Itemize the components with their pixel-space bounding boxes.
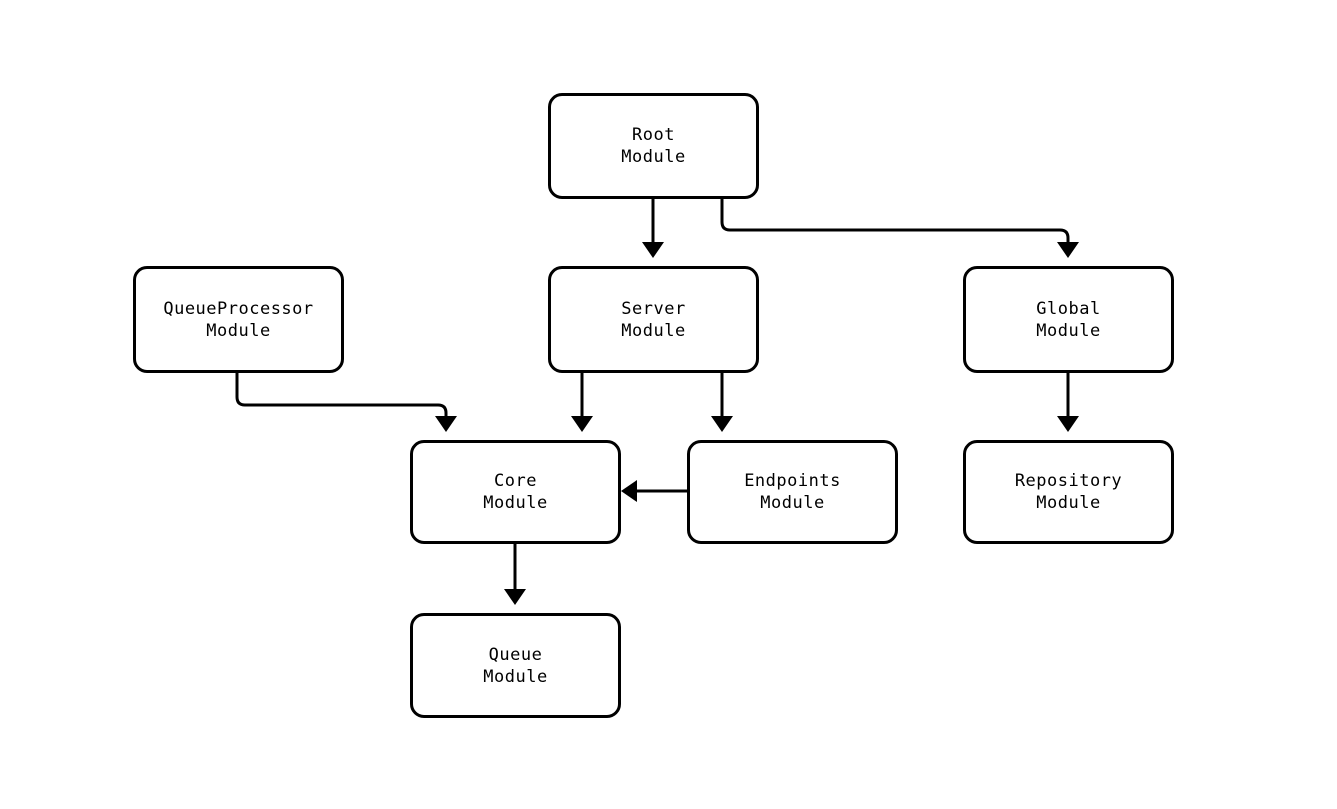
- edge-core-to-queue: [504, 544, 526, 605]
- node-repository-module-suffix: Module: [1036, 493, 1101, 513]
- edge-server-to-core: [571, 373, 593, 432]
- arrowhead-icon: [711, 416, 733, 432]
- node-endpoints-module[interactable]: Endpoints Module: [687, 440, 898, 544]
- node-repository-module[interactable]: Repository Module: [963, 440, 1174, 544]
- node-core-module-suffix: Module: [483, 493, 548, 513]
- edge-line: [235, 373, 448, 417]
- arrowhead-icon: [1057, 416, 1079, 432]
- arrowhead-icon: [571, 416, 593, 432]
- node-core-module[interactable]: Core Module: [410, 440, 621, 544]
- edge-root-to-global: [720, 199, 1079, 258]
- node-core-module-title: Core: [494, 471, 537, 491]
- node-server-module[interactable]: Server Module: [548, 266, 759, 373]
- edge-line: [720, 199, 1070, 243]
- node-repository-module-title: Repository: [1014, 471, 1123, 491]
- node-global-module[interactable]: Global Module: [963, 266, 1174, 373]
- node-queue-module-suffix: Module: [483, 666, 548, 687]
- node-global-module-title: Global: [1036, 298, 1101, 319]
- arrowhead-icon: [504, 589, 526, 605]
- node-root-module-title: Root: [632, 125, 675, 145]
- node-root-module-suffix: Module: [621, 147, 686, 167]
- edge-global-to-repository: [1057, 373, 1079, 432]
- node-server-module-title: Server: [621, 298, 686, 319]
- arrowhead-icon: [435, 416, 457, 432]
- node-queueprocessor-module-title: QueueProcessor: [163, 298, 314, 319]
- node-queue-module-title: Queue: [488, 644, 543, 665]
- node-endpoints-module-suffix: Module: [760, 493, 825, 513]
- edge-root-to-server: [642, 199, 664, 258]
- node-server-module-suffix: Module: [621, 320, 686, 341]
- edge-server-to-endpoints: [711, 373, 733, 432]
- node-queueprocessor-module-suffix: Module: [206, 320, 271, 341]
- node-queueprocessor-module[interactable]: QueueProcessor Module: [133, 266, 344, 373]
- node-root-module[interactable]: Root Module: [548, 93, 759, 199]
- arrowhead-icon: [621, 480, 637, 502]
- node-global-module-suffix: Module: [1036, 320, 1101, 341]
- edge-endpoints-to-core: [621, 480, 687, 502]
- arrowhead-icon: [1057, 242, 1079, 258]
- arrowhead-icon: [642, 242, 664, 258]
- edge-queueprocessor-to-core: [235, 373, 457, 432]
- node-queue-module[interactable]: Queue Module: [410, 613, 621, 718]
- node-endpoints-module-title: Endpoints: [744, 471, 841, 491]
